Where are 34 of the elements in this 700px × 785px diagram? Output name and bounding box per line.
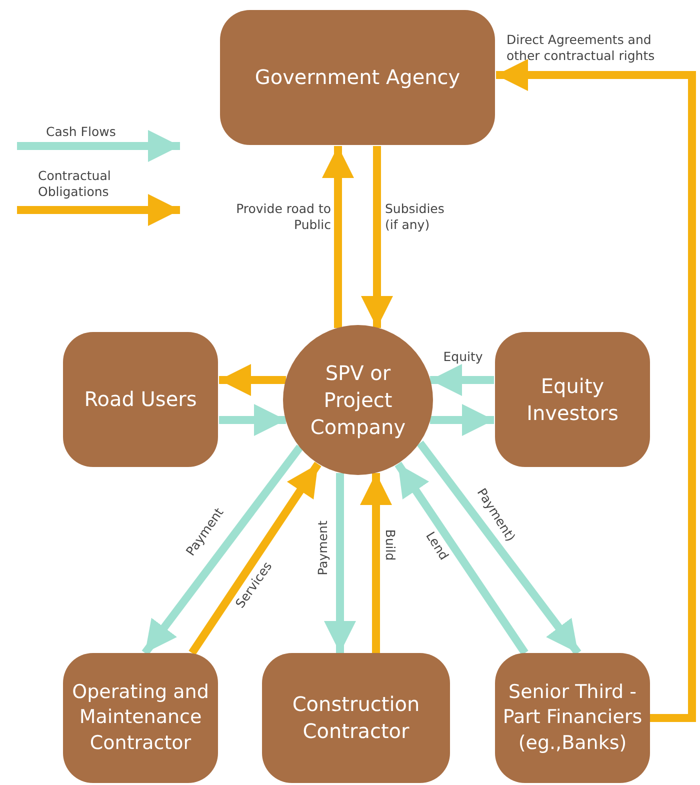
node-label: Senior Third - Part Financiers (eg.,Banks) <box>502 680 644 756</box>
node-label: Government Agency <box>254 64 460 91</box>
entity-box <box>262 653 450 783</box>
entity-box <box>220 10 495 145</box>
edge-label: Direct Agreements and other contractual rights <box>506 32 656 64</box>
arrow <box>324 473 356 653</box>
entity-box <box>63 332 218 467</box>
node-label: SPV or Project Company <box>309 360 407 440</box>
arrow <box>219 404 286 436</box>
edge-label: Equity <box>443 348 483 366</box>
edge-label: Build <box>382 529 398 561</box>
legend-label: Contractual Obligations <box>38 168 112 200</box>
legend-label: Cash Flows <box>46 124 117 140</box>
arrow <box>496 59 696 722</box>
node-label: Equity Investors <box>526 372 620 426</box>
edge-label: Payment <box>314 520 331 576</box>
edge-label: Provide road to Public <box>235 200 331 234</box>
entity-box <box>495 332 650 467</box>
node-label: Construction Contractor <box>291 691 421 745</box>
edge-label: Subsidies (if any) <box>385 200 446 234</box>
arrow <box>430 364 494 396</box>
arrow <box>219 364 286 396</box>
arrow <box>322 146 354 328</box>
arrow <box>360 473 392 653</box>
node-label: Operating and Maintenance Contractor <box>71 680 210 756</box>
entity-box <box>495 653 650 783</box>
arrow <box>361 146 393 328</box>
arrow <box>188 462 322 656</box>
arrow <box>142 444 304 656</box>
arrow <box>430 404 494 436</box>
node-label: Road Users <box>84 386 197 413</box>
arrow <box>416 440 582 656</box>
arrow <box>394 462 528 656</box>
entity-box <box>63 653 218 783</box>
